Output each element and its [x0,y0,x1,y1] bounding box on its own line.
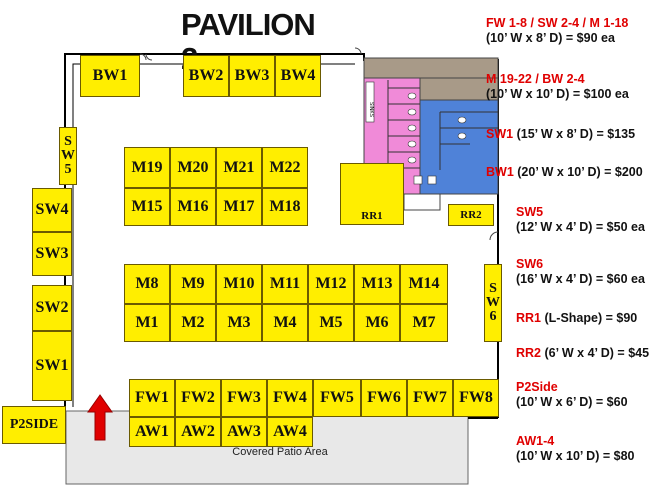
booth-aw4[interactable]: AW4 [267,417,313,447]
legend-item: SW6 (16’ W x 4’ D) = $60 ea [516,257,645,287]
booth-fw1[interactable]: FW1 [129,379,175,417]
legend-detail: (10’ W x 10’ D) = $100 ea [486,87,629,101]
booth-m8[interactable]: M8 [124,264,170,304]
entrance-arrow-icon [87,394,113,441]
door-east [489,231,499,241]
legend-detail: (10’ W x 6’ D) = $60 [516,395,628,409]
booth-bw3[interactable]: BW3 [229,55,275,97]
booth-m7[interactable]: M7 [400,304,448,342]
booth-rr1[interactable]: RR1 [340,163,404,225]
legend-item: P2Side (10’ W x 6’ D) = $60 [516,380,628,410]
building-wall-inner [72,63,355,407]
booth-m11[interactable]: M11 [262,264,308,304]
legend-item: M 19-22 / BW 2-4 (10’ W x 10’ D) = $100 … [486,72,629,102]
booth-m21[interactable]: M21 [216,147,262,188]
booth-m16[interactable]: M16 [170,188,216,226]
legend-detail: (12’ W x 4’ D) = $50 ea [516,220,645,234]
booth-sw1[interactable]: SW1 [32,331,72,401]
legend-item: SW1 (15’ W x 8’ D) = $135 [486,127,635,142]
booth-m20[interactable]: M20 [170,147,216,188]
legend-name: AW1-4 [516,434,555,448]
legend-item: AW1-4 (10’ W x 10’ D) = $80 [516,434,634,464]
restroom-corridor [403,193,441,211]
toilet-icons [407,92,467,185]
door-north-right [354,47,362,55]
booth-m22[interactable]: M22 [262,147,308,188]
legend-detail: (L-Shape) = $90 [544,311,638,325]
booth-m3[interactable]: M3 [216,304,262,342]
booth-m15[interactable]: M15 [124,188,170,226]
legend-name: FW 1-8 / SW 2-4 / M 1-18 [486,16,629,30]
patio-label: Covered Patio Area [232,446,328,458]
booth-fw5[interactable]: FW5 [313,379,361,417]
legend-item: FW 1-8 / SW 2-4 / M 1-18 (10’ W x 8’ D) … [486,16,628,46]
legend-name: SW5 [516,205,544,219]
booth-fw2[interactable]: FW2 [175,379,221,417]
legend-name: P2Side [516,380,558,394]
booth-sw2[interactable]: SW2 [32,285,72,331]
booth-m10[interactable]: M10 [216,264,262,304]
restroom-stalls [387,80,498,170]
booth-bw4[interactable]: BW4 [275,55,321,97]
booth-m6[interactable]: M6 [354,304,400,342]
legend-item: BW1 (20’ W x 10’ D) = $200 [486,165,643,180]
booth-bw1[interactable]: BW1 [80,55,140,97]
legend-item: SW5 (12’ W x 4’ D) = $50 ea [516,205,645,235]
page-title: PAVILION 2 [181,7,316,76]
legend-detail: (16’ W x 4’ D) = $60 ea [516,272,645,286]
booth-fw6[interactable]: FW6 [361,379,407,417]
booth-m13[interactable]: M13 [354,264,400,304]
booth-m14[interactable]: M14 [400,264,448,304]
legend-name: BW1 [486,165,514,179]
booth-m4[interactable]: M4 [262,304,308,342]
utility-room [363,57,499,79]
booth-aw1[interactable]: AW1 [129,417,175,447]
legend-detail: (10’ W x 10’ D) = $80 [516,449,635,463]
booth-fw3[interactable]: FW3 [221,379,267,417]
booth-sw6[interactable]: SW6 [484,264,502,342]
restroom-sign: SINKS [368,102,374,118]
legend-name: SW6 [516,257,544,271]
legend-name: M 19-22 / BW 2-4 [486,72,585,86]
legend-item: RR2 (6’ W x 4’ D) = $45 [516,346,649,361]
booth-aw2[interactable]: AW2 [175,417,221,447]
legend-item: RR1 (L-Shape) = $90 [516,311,637,326]
legend-detail: (6’ W x 4’ D) = $45 [544,346,650,360]
legend-name: RR2 [516,346,542,360]
booth-bw2[interactable]: BW2 [183,55,229,97]
booth-m18[interactable]: M18 [262,188,308,226]
door-north-left [139,53,153,61]
booth-sw5[interactable]: SW5 [59,127,77,185]
booth-fw7[interactable]: FW7 [407,379,453,417]
legend-name: RR1 [516,311,542,325]
booth-fw8[interactable]: FW8 [453,379,499,417]
legend-detail: (10’ W x 8’ D) = $90 ea [486,31,615,45]
booth-fw4[interactable]: FW4 [267,379,313,417]
legend-name: SW1 [486,127,514,141]
legend-detail: (15’ W x 8’ D) = $135 [516,127,636,141]
booth-sw3[interactable]: SW3 [32,232,72,276]
booth-aw3[interactable]: AW3 [221,417,267,447]
booth-m9[interactable]: M9 [170,264,216,304]
booth-m12[interactable]: M12 [308,264,354,304]
booth-m1[interactable]: M1 [124,304,170,342]
booth-m17[interactable]: M17 [216,188,262,226]
booth-p2side[interactable]: P2SIDE [2,406,66,444]
booth-m19[interactable]: M19 [124,147,170,188]
legend-detail: (20’ W x 10’ D) = $200 [517,165,643,179]
booth-rr2[interactable]: RR2 [448,204,494,226]
booth-m2[interactable]: M2 [170,304,216,342]
booth-sw4[interactable]: SW4 [32,188,72,232]
booth-m5[interactable]: M5 [308,304,354,342]
sinks-counter [365,81,375,123]
